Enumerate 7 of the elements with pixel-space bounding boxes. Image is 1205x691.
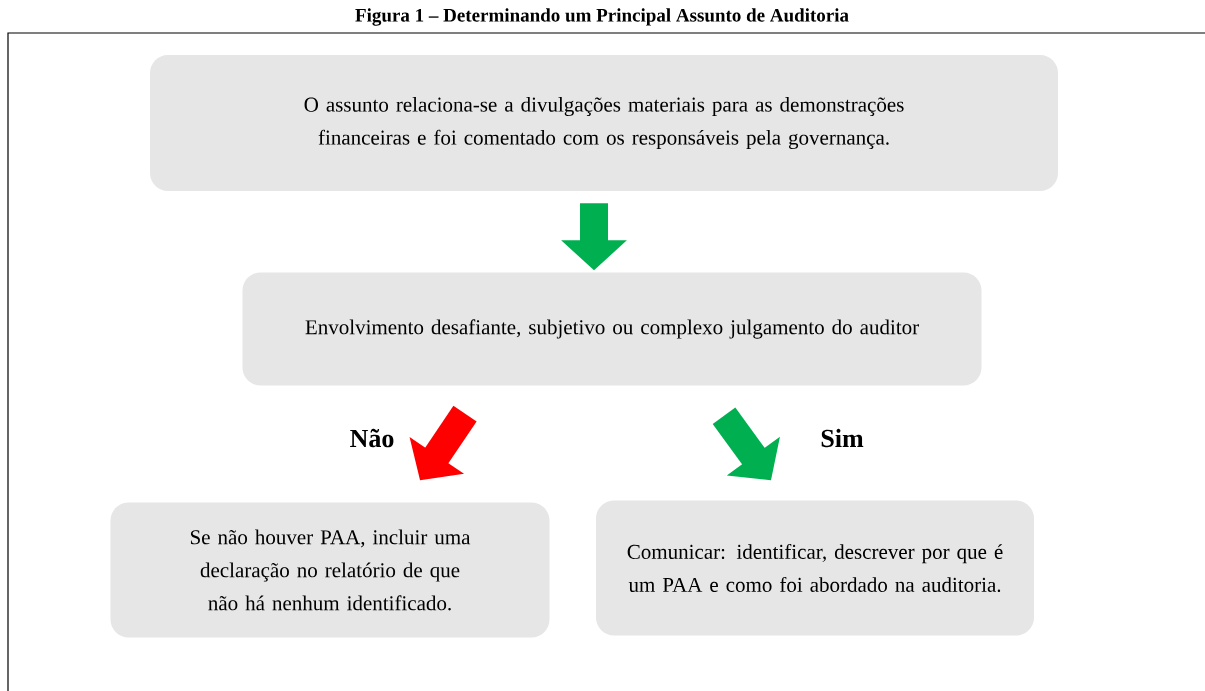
process-box: Comunicar: identificar, descrever por que é um PAA e como foi abordado na auditoria. <box>596 500 1034 636</box>
figure-title: Figura 1 – Determinando um Principal Assunto de Auditoria <box>355 8 849 26</box>
edge-label: Não <box>350 428 394 448</box>
process-box: Envolvimento desafiante, subjetivo ou complexo julgamento do auditor <box>242 272 982 386</box>
edge-label: Sim <box>821 428 864 448</box>
process-box: O assunto relaciona-se a divulgações materiais para as demonstrações financeiras e foi comentado com os responsáveis pela governança. <box>150 55 1058 191</box>
process-box: Se não houver PAA, incluir uma declaração no relatório de que não há nenhum identificado. <box>110 502 550 638</box>
